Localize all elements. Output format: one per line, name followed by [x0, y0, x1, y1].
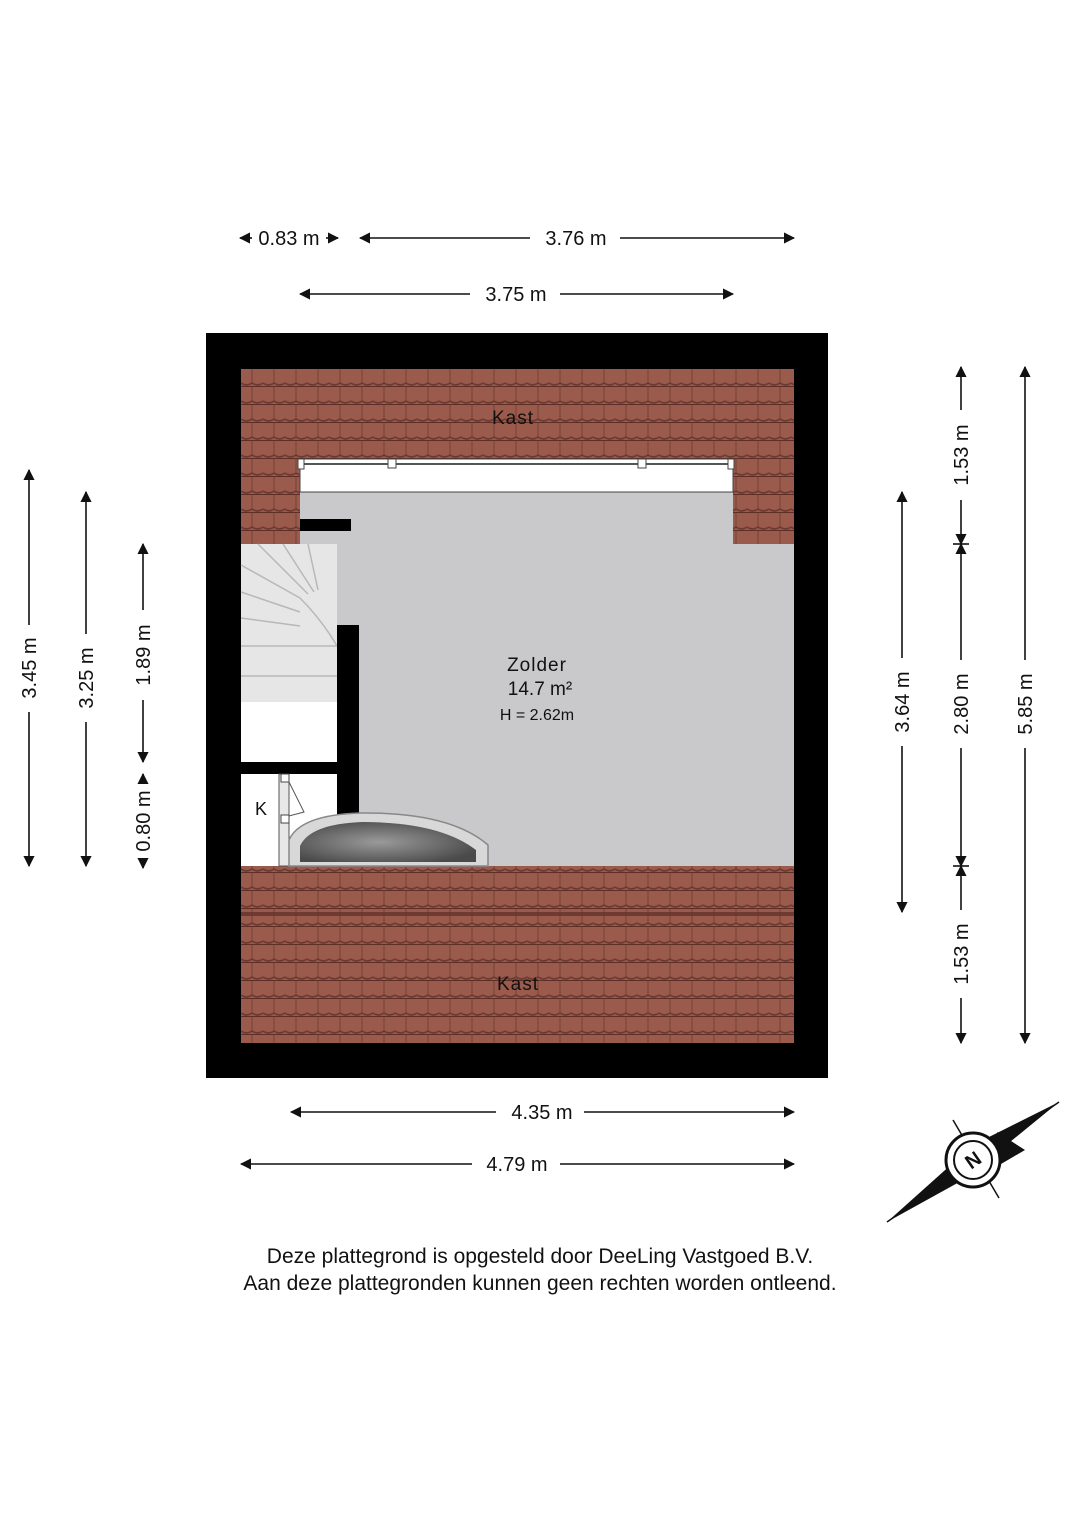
dim-top-c: 3.75 m: [485, 284, 546, 306]
footer-line-1: Deze plattegrond is opgesteld door DeeLi…: [266, 1245, 814, 1268]
label-closet: K: [255, 799, 267, 819]
dim-left-a: 3.45 m: [19, 637, 41, 698]
compass-icon: N: [886, 1101, 1060, 1223]
dim-right-b1: 1.53 m: [951, 424, 973, 485]
dim-left-b: 3.25 m: [76, 647, 98, 708]
dim-top-a: 0.83 m: [258, 228, 319, 250]
wall-closet-top: [241, 762, 359, 774]
roof-slope-top: [241, 369, 794, 544]
footer-line-2: Aan deze plattegronden kunnen geen recht…: [243, 1272, 837, 1295]
dim-right-a: 3.64 m: [892, 671, 914, 732]
label-kast-top: Kast: [492, 408, 534, 429]
room-height: H = 2.62m: [500, 707, 574, 724]
room-name: Zolder: [507, 655, 567, 676]
roof-slope-bottom: [241, 866, 794, 1043]
dim-left-c: 1.89 m: [133, 624, 155, 685]
dim-left-d: 0.80 m: [133, 790, 155, 851]
label-kast-bottom: Kast: [497, 974, 539, 995]
dim-right-c: 5.85 m: [1015, 673, 1037, 734]
dim-bottom-a: 4.35 m: [511, 1102, 572, 1124]
room-area: 14.7 m²: [508, 679, 572, 700]
wall-stair-top: [300, 519, 351, 531]
dim-bottom-b: 4.79 m: [486, 1154, 547, 1176]
dim-top-b: 3.76 m: [545, 228, 606, 250]
dim-right-b2: 2.80 m: [951, 673, 973, 734]
dim-right-b3: 1.53 m: [951, 923, 973, 984]
wall-stair-right: [337, 625, 359, 815]
